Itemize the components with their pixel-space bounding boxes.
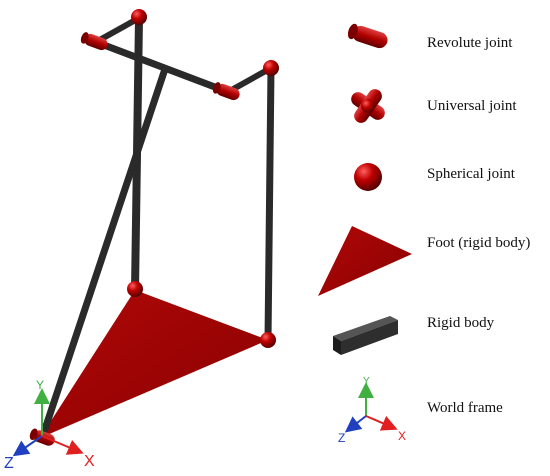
link-top-rear bbox=[225, 65, 274, 95]
legend-foot-icon bbox=[318, 226, 412, 296]
base-axis-y-label: Y bbox=[36, 378, 44, 392]
link-rear-vertical bbox=[264, 64, 275, 344]
link-top-crossbar bbox=[92, 38, 232, 96]
link-diagonal bbox=[40, 68, 168, 436]
revolute-joint bbox=[29, 428, 55, 446]
revolute-joint bbox=[80, 32, 108, 51]
base-world-frame bbox=[12, 388, 84, 457]
legend-revolute-icon bbox=[347, 23, 388, 49]
legend-axis-y-label: Y bbox=[363, 376, 370, 387]
legend-universal-icon bbox=[351, 89, 385, 123]
legend-axis-z-label: Z bbox=[338, 431, 345, 445]
legend-rigid-body-icon bbox=[333, 316, 398, 355]
legend-spherical-icon bbox=[354, 163, 382, 191]
legend-axis-x-label: X bbox=[398, 429, 406, 443]
legend-rigid-body-label: Rigid body bbox=[427, 315, 495, 331]
legend-spherical-label: Spherical joint bbox=[427, 166, 515, 182]
link-top-front bbox=[93, 15, 142, 45]
spherical-joint bbox=[131, 9, 147, 25]
base-axis-z-label: Z bbox=[4, 455, 14, 472]
legend-foot-label: Foot (rigid body) bbox=[427, 235, 531, 251]
legend-world-frame-icon bbox=[344, 382, 398, 433]
legend-revolute-label: Revolute joint bbox=[427, 35, 513, 51]
foot-rigid-body bbox=[40, 290, 268, 438]
spherical-joint bbox=[263, 60, 279, 76]
legend-universal-label: Universal joint bbox=[427, 98, 517, 114]
spherical-joint bbox=[260, 332, 276, 348]
robot-leg bbox=[12, 9, 279, 457]
spherical-joint bbox=[127, 281, 143, 297]
legend-world-frame-label: World frame bbox=[427, 400, 503, 416]
base-axis-x-label: X bbox=[84, 453, 95, 470]
revolute-joint bbox=[212, 82, 240, 101]
